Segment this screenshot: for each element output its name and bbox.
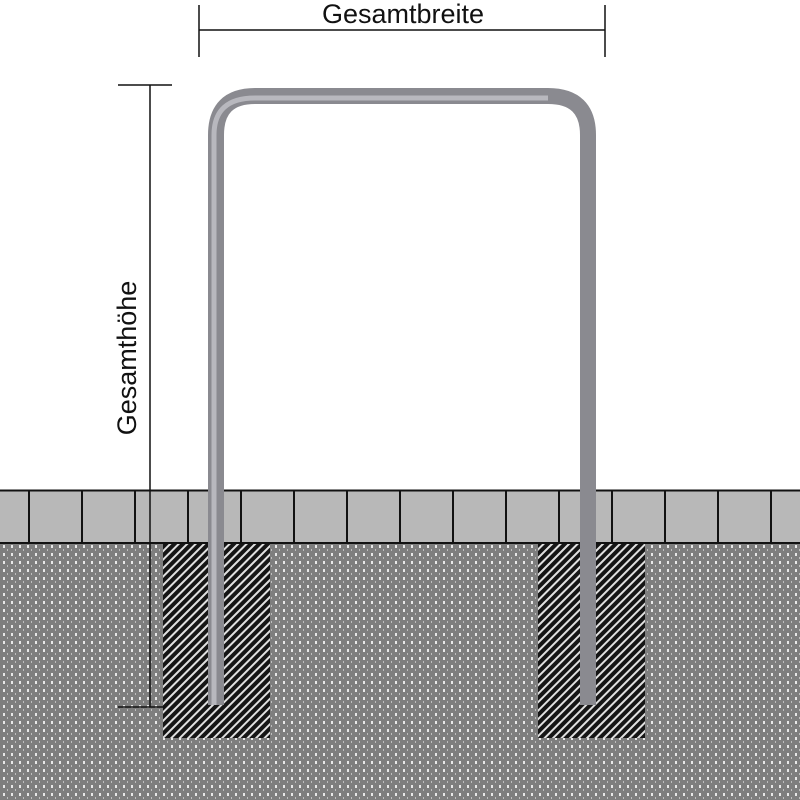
width-label: Gesamtbreite [322, 0, 484, 29]
width-dimension [198, 5, 606, 57]
ground [0, 543, 800, 800]
height-dimension [118, 84, 172, 708]
pavement [0, 489, 800, 544]
height-label: Gesamthöhe [112, 281, 142, 436]
